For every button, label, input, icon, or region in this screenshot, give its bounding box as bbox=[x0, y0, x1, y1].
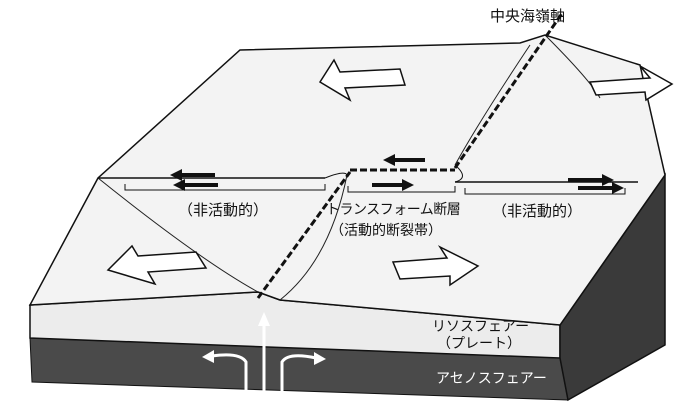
relative-motion-arrows bbox=[170, 154, 624, 194]
upwelling-head-right bbox=[314, 352, 326, 365]
arrow-right-bottom bbox=[578, 182, 624, 194]
inactive-label-left: （非活動的） bbox=[178, 201, 269, 219]
arrow-right-top bbox=[568, 174, 614, 186]
inactive-label-right: （非活動的） bbox=[492, 202, 583, 220]
bracket-left bbox=[124, 184, 326, 191]
upwelling-arrow-left bbox=[211, 353, 248, 396]
plate-label: （プレート） bbox=[437, 336, 521, 352]
arrow-left-bottom bbox=[173, 179, 218, 191]
ridge-axis-lower bbox=[256, 171, 352, 299]
transform-fault-label: トランスフォーム断層 bbox=[326, 202, 461, 218]
bracket-right bbox=[464, 188, 626, 195]
bracket-center bbox=[347, 186, 456, 193]
big-arrow-upper-left bbox=[318, 58, 407, 102]
ridge-crest-lower bbox=[97, 174, 348, 301]
upwelling-head-center bbox=[258, 312, 270, 326]
arrow-center-top bbox=[383, 154, 425, 166]
spreading-arrows bbox=[106, 58, 674, 287]
active-fracture-zone-label: （活動的断裂帯） bbox=[330, 223, 442, 239]
ridge-axis-upper bbox=[453, 11, 565, 169]
big-arrow-lower-right bbox=[391, 245, 480, 287]
upwelling-head-left bbox=[202, 350, 214, 363]
upwelling-arrows bbox=[211, 322, 317, 396]
ridge-axis-label: 中央海嶺軸 bbox=[490, 7, 566, 25]
lithosphere-label: リソスフェアー bbox=[432, 319, 530, 335]
upwelling-arrow-right bbox=[280, 354, 317, 396]
asthenosphere-label: アセノスフェアー bbox=[436, 371, 547, 387]
arrow-left-top bbox=[170, 169, 215, 181]
arrow-center-bottom bbox=[372, 179, 414, 191]
big-arrow-upper-right bbox=[588, 65, 674, 102]
big-arrow-lower-left bbox=[106, 244, 208, 286]
upwelling-arrowheads bbox=[202, 312, 326, 365]
